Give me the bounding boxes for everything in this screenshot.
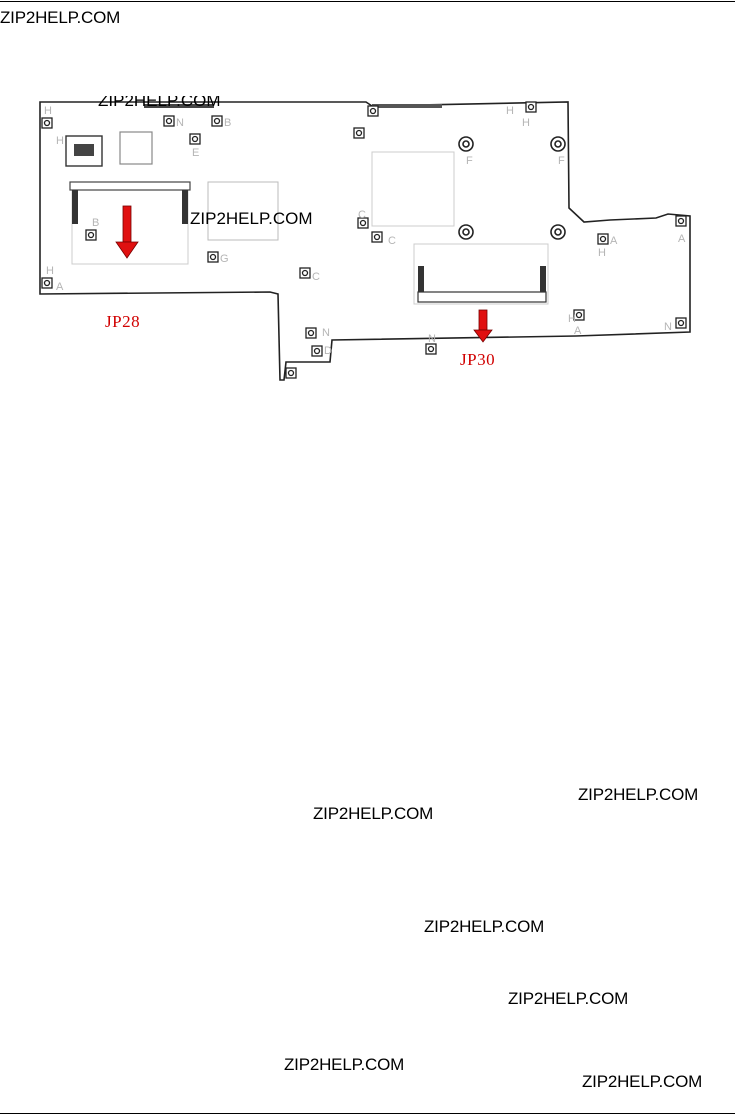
top-rule [0,1,735,2]
board-watermark: ZIP2HELP.COM [190,209,313,228]
silk-letter: C [312,271,320,283]
silk-letter: H [568,313,576,325]
silk-letter: N [664,321,672,333]
chipset-area [207,181,279,241]
silk-letter: G [220,253,229,265]
watermark: ZIP2HELP.COM [508,989,629,1008]
silk-letter: B [224,117,231,129]
silk-letter: H [598,247,606,259]
connector-label-jp30: JP30 [460,350,496,369]
silk-letter: H [522,117,530,129]
chip-ic-2 [119,131,153,165]
top-connector-2 [372,104,442,108]
silk-letter: C [388,235,396,247]
silk-letter: H [56,135,64,147]
arrow-jp30 [473,309,493,343]
bottom-rule [0,1113,735,1114]
silk-letter: F [466,155,473,167]
header-watermark: ZIP2HELP.COM [0,8,121,27]
silk-letter: D [324,345,332,357]
silk-letter: H [46,265,54,277]
screw-holes [41,101,687,379]
silk-letter: H [506,105,514,117]
watermark: ZIP2HELP.COM [284,1055,405,1074]
silk-letter: N [428,333,436,345]
arrow-jp28 [115,205,139,259]
watermark: ZIP2HELP.COM [578,785,699,804]
silk-letter: A [56,281,64,293]
watermark: ZIP2HELP.COM [313,804,434,823]
watermark: ZIP2HELP.COM [424,917,545,936]
silk-letter: F [558,155,565,167]
silk-letter: N [176,117,184,129]
silk-letter: A [610,235,618,247]
silk-letter: C [358,209,366,221]
board-watermark: ZIP2HELP.COM [98,96,221,110]
top-connector [144,104,214,108]
board-outline [39,101,691,381]
silk-letters: H H N B H H H A C G C A H A H A N N D N … [44,105,686,357]
round-standoffs [458,136,566,240]
motherboard-diagram: H H N B H H H A C G C A H A H A N N D N … [39,96,691,381]
cpu-area [371,151,455,227]
silk-letter: B [92,217,99,229]
watermark: ZIP2HELP.COM [582,1072,703,1091]
silk-letter: A [574,325,582,337]
silk-letter: E [192,147,199,159]
silk-letter: N [322,327,330,339]
connector-label-jp28: JP28 [105,312,141,331]
silk-letter: A [678,233,686,245]
silk-letter: H [44,105,52,117]
